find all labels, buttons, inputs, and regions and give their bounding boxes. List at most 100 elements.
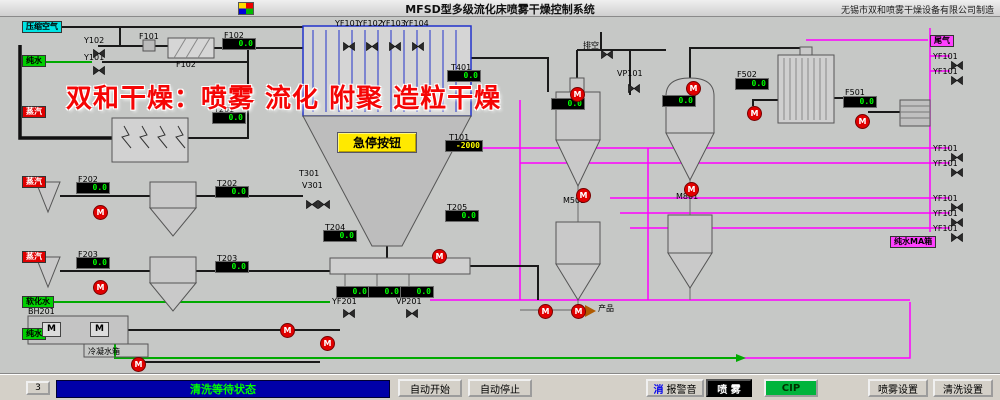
device-label: YF103 <box>381 19 406 28</box>
heater-f102 <box>167 37 215 59</box>
numeric-display: 0.0 <box>76 182 110 194</box>
equipment-shapes <box>27 25 931 358</box>
valve-icon[interactable] <box>951 227 963 243</box>
pump-motor[interactable]: M <box>684 182 699 197</box>
valve-icon[interactable] <box>601 44 613 60</box>
numeric-display: 0.0 <box>368 286 402 298</box>
valve-icon[interactable] <box>951 197 963 213</box>
valve-icon[interactable] <box>951 70 963 86</box>
pump-motor[interactable]: M <box>93 280 108 295</box>
numeric-display: 0.0 <box>447 70 481 82</box>
spray-settings-button[interactable]: 喷雾设置 <box>868 379 928 397</box>
device-label: F202 <box>78 175 98 184</box>
pump-motor[interactable]: M <box>855 114 870 129</box>
pump-motor[interactable]: M <box>320 336 335 351</box>
numeric-display: 0.0 <box>323 230 357 242</box>
device-label: T301 <box>299 169 320 178</box>
wash-settings-button[interactable]: 清洗设置 <box>933 379 993 397</box>
numeric-display: 0.0 <box>662 95 696 107</box>
pump-motor[interactable]: M <box>576 188 591 203</box>
company-name: 无锡市双和喷雾干燥设备有限公司制造 <box>840 6 994 16</box>
device-label: 产品 <box>598 304 614 313</box>
device-label: YF201 <box>332 297 357 306</box>
source-tag: 尾气 <box>930 35 954 47</box>
device-label: YF101 <box>933 52 958 61</box>
valve-icon[interactable] <box>318 194 330 210</box>
control-toolbar: 3 清洗等待状态 自动开始 自动停止 消 报警音 喷 雾 CIP 喷雾设置 清洗… <box>0 374 1000 400</box>
valve-icon[interactable] <box>628 78 640 94</box>
source-tag: 蒸汽 <box>22 176 46 188</box>
auto-stop-button[interactable]: 自动停止 <box>468 379 532 397</box>
pump-motor[interactable]: M <box>432 249 447 264</box>
pump-motor[interactable]: M <box>538 304 553 319</box>
numeric-display: 0.0 <box>215 186 249 198</box>
device-label: F102 <box>224 31 244 40</box>
device-label: M501 <box>563 196 586 205</box>
pump-motor[interactable]: M <box>571 304 586 319</box>
device-label: VP101 <box>617 69 643 78</box>
pump-motor[interactable]: M <box>93 205 108 220</box>
numeric-display: 0.0 <box>212 112 246 124</box>
device-label: YF101 <box>933 67 958 76</box>
cyclone-c <box>149 256 197 284</box>
valve-icon[interactable] <box>951 147 963 163</box>
device-label: F203 <box>78 250 98 259</box>
device-label: T203 <box>217 254 238 263</box>
numeric-display: 0.0 <box>215 261 249 273</box>
device-label: V301 <box>302 181 323 190</box>
valve-icon[interactable] <box>343 36 355 52</box>
source-tag: 软化水 <box>22 296 54 308</box>
green-flow-arrow <box>736 354 746 362</box>
numeric-display: 0.0 <box>843 96 877 108</box>
mixer-cone-b <box>35 181 61 214</box>
product-arrow <box>585 305 596 317</box>
valve-icon[interactable] <box>306 194 318 210</box>
device-label: T101 <box>449 133 470 142</box>
device-label: YF101 <box>335 19 360 28</box>
valve-icon[interactable] <box>951 162 963 178</box>
valve-icon[interactable] <box>406 303 418 319</box>
agitator-motor[interactable]: M <box>42 322 61 337</box>
pump-motor[interactable]: M <box>747 106 762 121</box>
valve-icon[interactable] <box>93 43 105 59</box>
app-icon <box>238 2 254 15</box>
device-label: F501 <box>845 88 865 97</box>
agitator-motor[interactable]: M <box>90 322 109 337</box>
page-indicator-button[interactable]: 3 <box>26 381 50 395</box>
pump-motor[interactable]: M <box>686 81 701 96</box>
auto-start-button[interactable]: 自动开始 <box>398 379 462 397</box>
pump-motor[interactable]: M <box>131 357 146 372</box>
device-label: T201 <box>214 105 235 114</box>
device-label: VP201 <box>396 297 422 306</box>
device-label: M801 <box>676 192 699 201</box>
device-label: T401 <box>451 63 472 72</box>
mute-icon: 消 <box>653 384 664 396</box>
valve-icon[interactable] <box>343 303 355 319</box>
mute-alarm-button[interactable]: 消 报警音 <box>646 379 704 397</box>
numeric-display: 0.0 <box>735 78 769 90</box>
device-label: F502 <box>737 70 757 79</box>
bin-1 <box>555 221 601 265</box>
emergency-stop-button[interactable]: 急停按钮 <box>337 132 417 153</box>
silencer <box>899 99 931 127</box>
device-label: BH201 <box>28 307 55 316</box>
valve-icon[interactable] <box>951 212 963 228</box>
cyclone-b <box>149 181 197 209</box>
valve-icon[interactable] <box>93 60 105 76</box>
device-label: F101 <box>139 32 159 41</box>
pump-motor[interactable]: M <box>570 87 585 102</box>
valve-icon[interactable] <box>366 36 378 52</box>
condenser <box>777 54 835 124</box>
valve-icon[interactable] <box>412 36 424 52</box>
cip-button[interactable]: CIP <box>764 379 818 397</box>
device-label: T205 <box>447 203 468 212</box>
valve-icon[interactable] <box>389 36 401 52</box>
valve-icon[interactable] <box>951 55 963 71</box>
mute-alarm-label: 报警音 <box>666 384 697 396</box>
pump-motor[interactable]: M <box>280 323 295 338</box>
device-label: T204 <box>325 223 346 232</box>
spray-mode-button[interactable]: 喷 雾 <box>706 379 752 397</box>
pipe-main-supply <box>18 45 112 140</box>
